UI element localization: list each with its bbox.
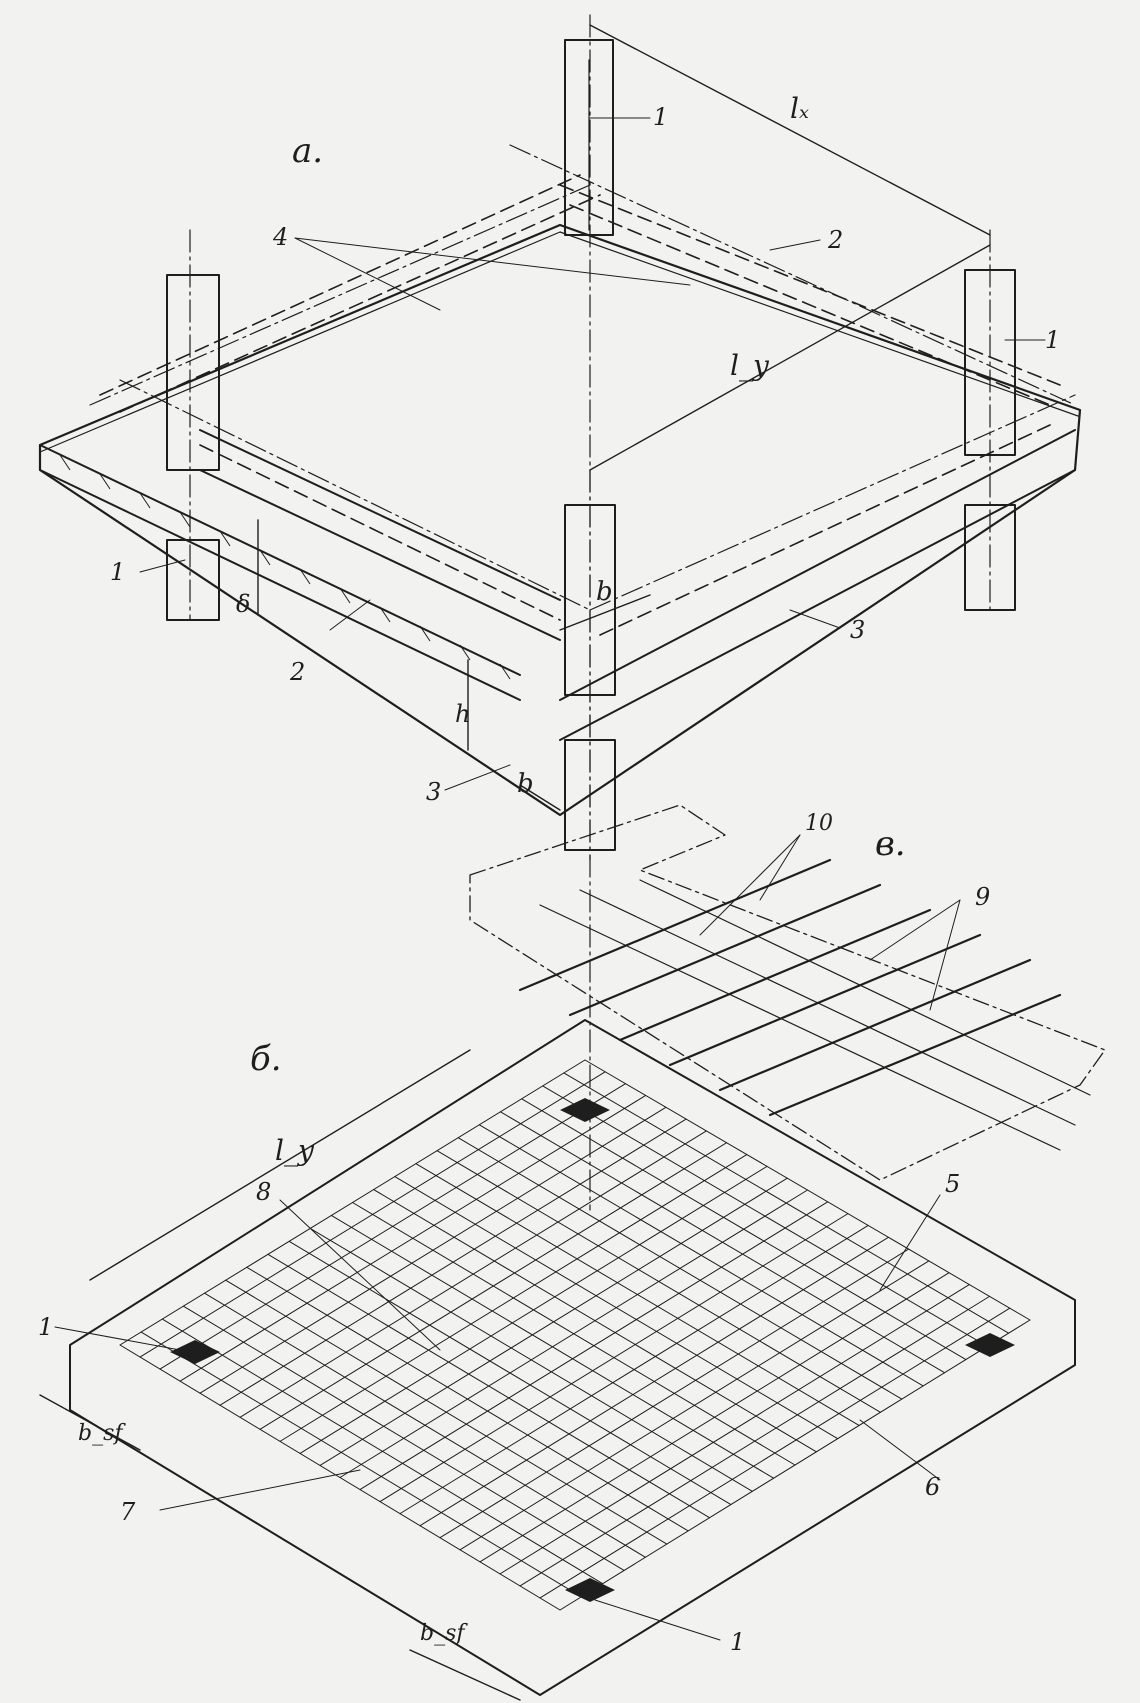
mesh-c-bars-9 xyxy=(518,858,1062,1117)
mesh-bar xyxy=(521,1098,967,1361)
mesh-bar xyxy=(584,1059,1031,1321)
dim-b2-label: b xyxy=(517,769,534,799)
beam-dashed-edges xyxy=(99,174,1061,636)
mesh-bar xyxy=(419,1236,889,1527)
part-b-reinforcement xyxy=(39,1019,1076,1701)
callout-mesh-bottom: 7 xyxy=(120,1498,136,1526)
plan-mesh-grid xyxy=(119,1059,1031,1611)
callout-beam-section: 3 xyxy=(426,778,441,806)
mesh-bar xyxy=(499,1284,970,1575)
plan-leaders xyxy=(54,1194,941,1641)
mesh-bar xyxy=(559,1319,1031,1611)
mesh-bar xyxy=(439,1248,910,1539)
mesh-bar xyxy=(339,1189,808,1478)
plan-column-bottom xyxy=(565,1578,615,1602)
callout-col-right: 1 xyxy=(1045,326,1060,354)
slab-section-edge xyxy=(39,444,521,701)
mesh-bar xyxy=(563,1072,1010,1334)
beam-left xyxy=(199,429,561,641)
dim-ly-label: l_y xyxy=(730,349,770,382)
column-top xyxy=(564,39,614,236)
dim-b-label: b xyxy=(596,577,613,607)
mesh-bar xyxy=(399,1224,869,1515)
mesh-bar xyxy=(539,1307,1011,1599)
dim-h-label: h xyxy=(455,700,470,728)
column-front xyxy=(564,504,616,851)
mesh-c-bars-10 xyxy=(539,879,1091,1151)
slab-inner-edge xyxy=(39,231,1079,453)
plan-dimensions xyxy=(39,1049,521,1701)
plan-slab-outline xyxy=(69,1019,1076,1696)
mesh-bar xyxy=(542,1085,988,1347)
callout-col-left: 1 xyxy=(110,558,125,586)
dim-delta-label: δ xyxy=(236,590,250,618)
mesh-c-leaders xyxy=(699,834,961,1011)
mesh-bar xyxy=(499,1111,946,1374)
section-c-label: в. xyxy=(875,824,906,864)
callout-slab-top: 2 xyxy=(827,226,843,254)
beam-front xyxy=(559,429,1076,741)
plan-column-right xyxy=(965,1333,1015,1357)
plan-column-top xyxy=(560,1098,610,1122)
mesh-bar xyxy=(436,1150,881,1413)
section-b-label: б. xyxy=(250,1039,282,1079)
mesh-bar xyxy=(459,1260,930,1551)
mesh-bar xyxy=(519,1295,991,1587)
section-a-label: а. xyxy=(292,131,323,171)
mesh-bar xyxy=(457,1137,903,1400)
callout-mesh-top: 8 xyxy=(256,1178,271,1206)
axis-lines xyxy=(89,14,1076,1211)
mesh-c-outline xyxy=(469,804,1106,1181)
callout-beam-axes: 4 xyxy=(272,223,288,251)
mesh-bar xyxy=(379,1213,849,1503)
dim-lx-label: lₓ xyxy=(790,92,809,125)
dim-ly-plan-label: l_y xyxy=(275,1134,315,1167)
mesh-bar xyxy=(359,1201,829,1491)
leader-lines xyxy=(139,117,1046,791)
column-left xyxy=(166,274,220,621)
slab-section-hatch xyxy=(59,454,511,680)
dim-bsf-label: b_sf xyxy=(78,1421,126,1446)
callout-col-plan-left: 1 xyxy=(38,1313,53,1341)
callout-mesh-c-10: 10 xyxy=(805,811,833,836)
mesh-bar xyxy=(415,1163,860,1426)
plan-columns xyxy=(170,1098,1015,1602)
mesh-bar xyxy=(479,1272,950,1563)
callout-col-top: 1 xyxy=(653,103,668,131)
callout-col-plan-bottom: 1 xyxy=(730,1628,745,1656)
part-a-isometric xyxy=(38,14,1082,1211)
callout-mesh-c-9: 9 xyxy=(975,883,990,911)
callout-slab-section: 2 xyxy=(289,658,305,686)
callout-beam-front: 3 xyxy=(850,616,865,644)
mesh-bar xyxy=(394,1176,839,1440)
plan-column-left xyxy=(170,1340,220,1364)
mesh-bar xyxy=(373,1189,817,1453)
part-c-mesh-detail xyxy=(469,804,1106,1181)
callout-mesh-beam: 5 xyxy=(945,1170,960,1198)
dim-bsf2-label: b_sf xyxy=(420,1621,468,1646)
text-labels: а. б. в. lₓ l_y l_y b b h δ b_sf b_sf 1 … xyxy=(38,92,1060,1656)
mesh-bar xyxy=(478,1124,924,1387)
column-right xyxy=(964,269,1016,611)
dimension-lines xyxy=(257,24,991,811)
callout-frame-beam: 6 xyxy=(925,1473,940,1501)
